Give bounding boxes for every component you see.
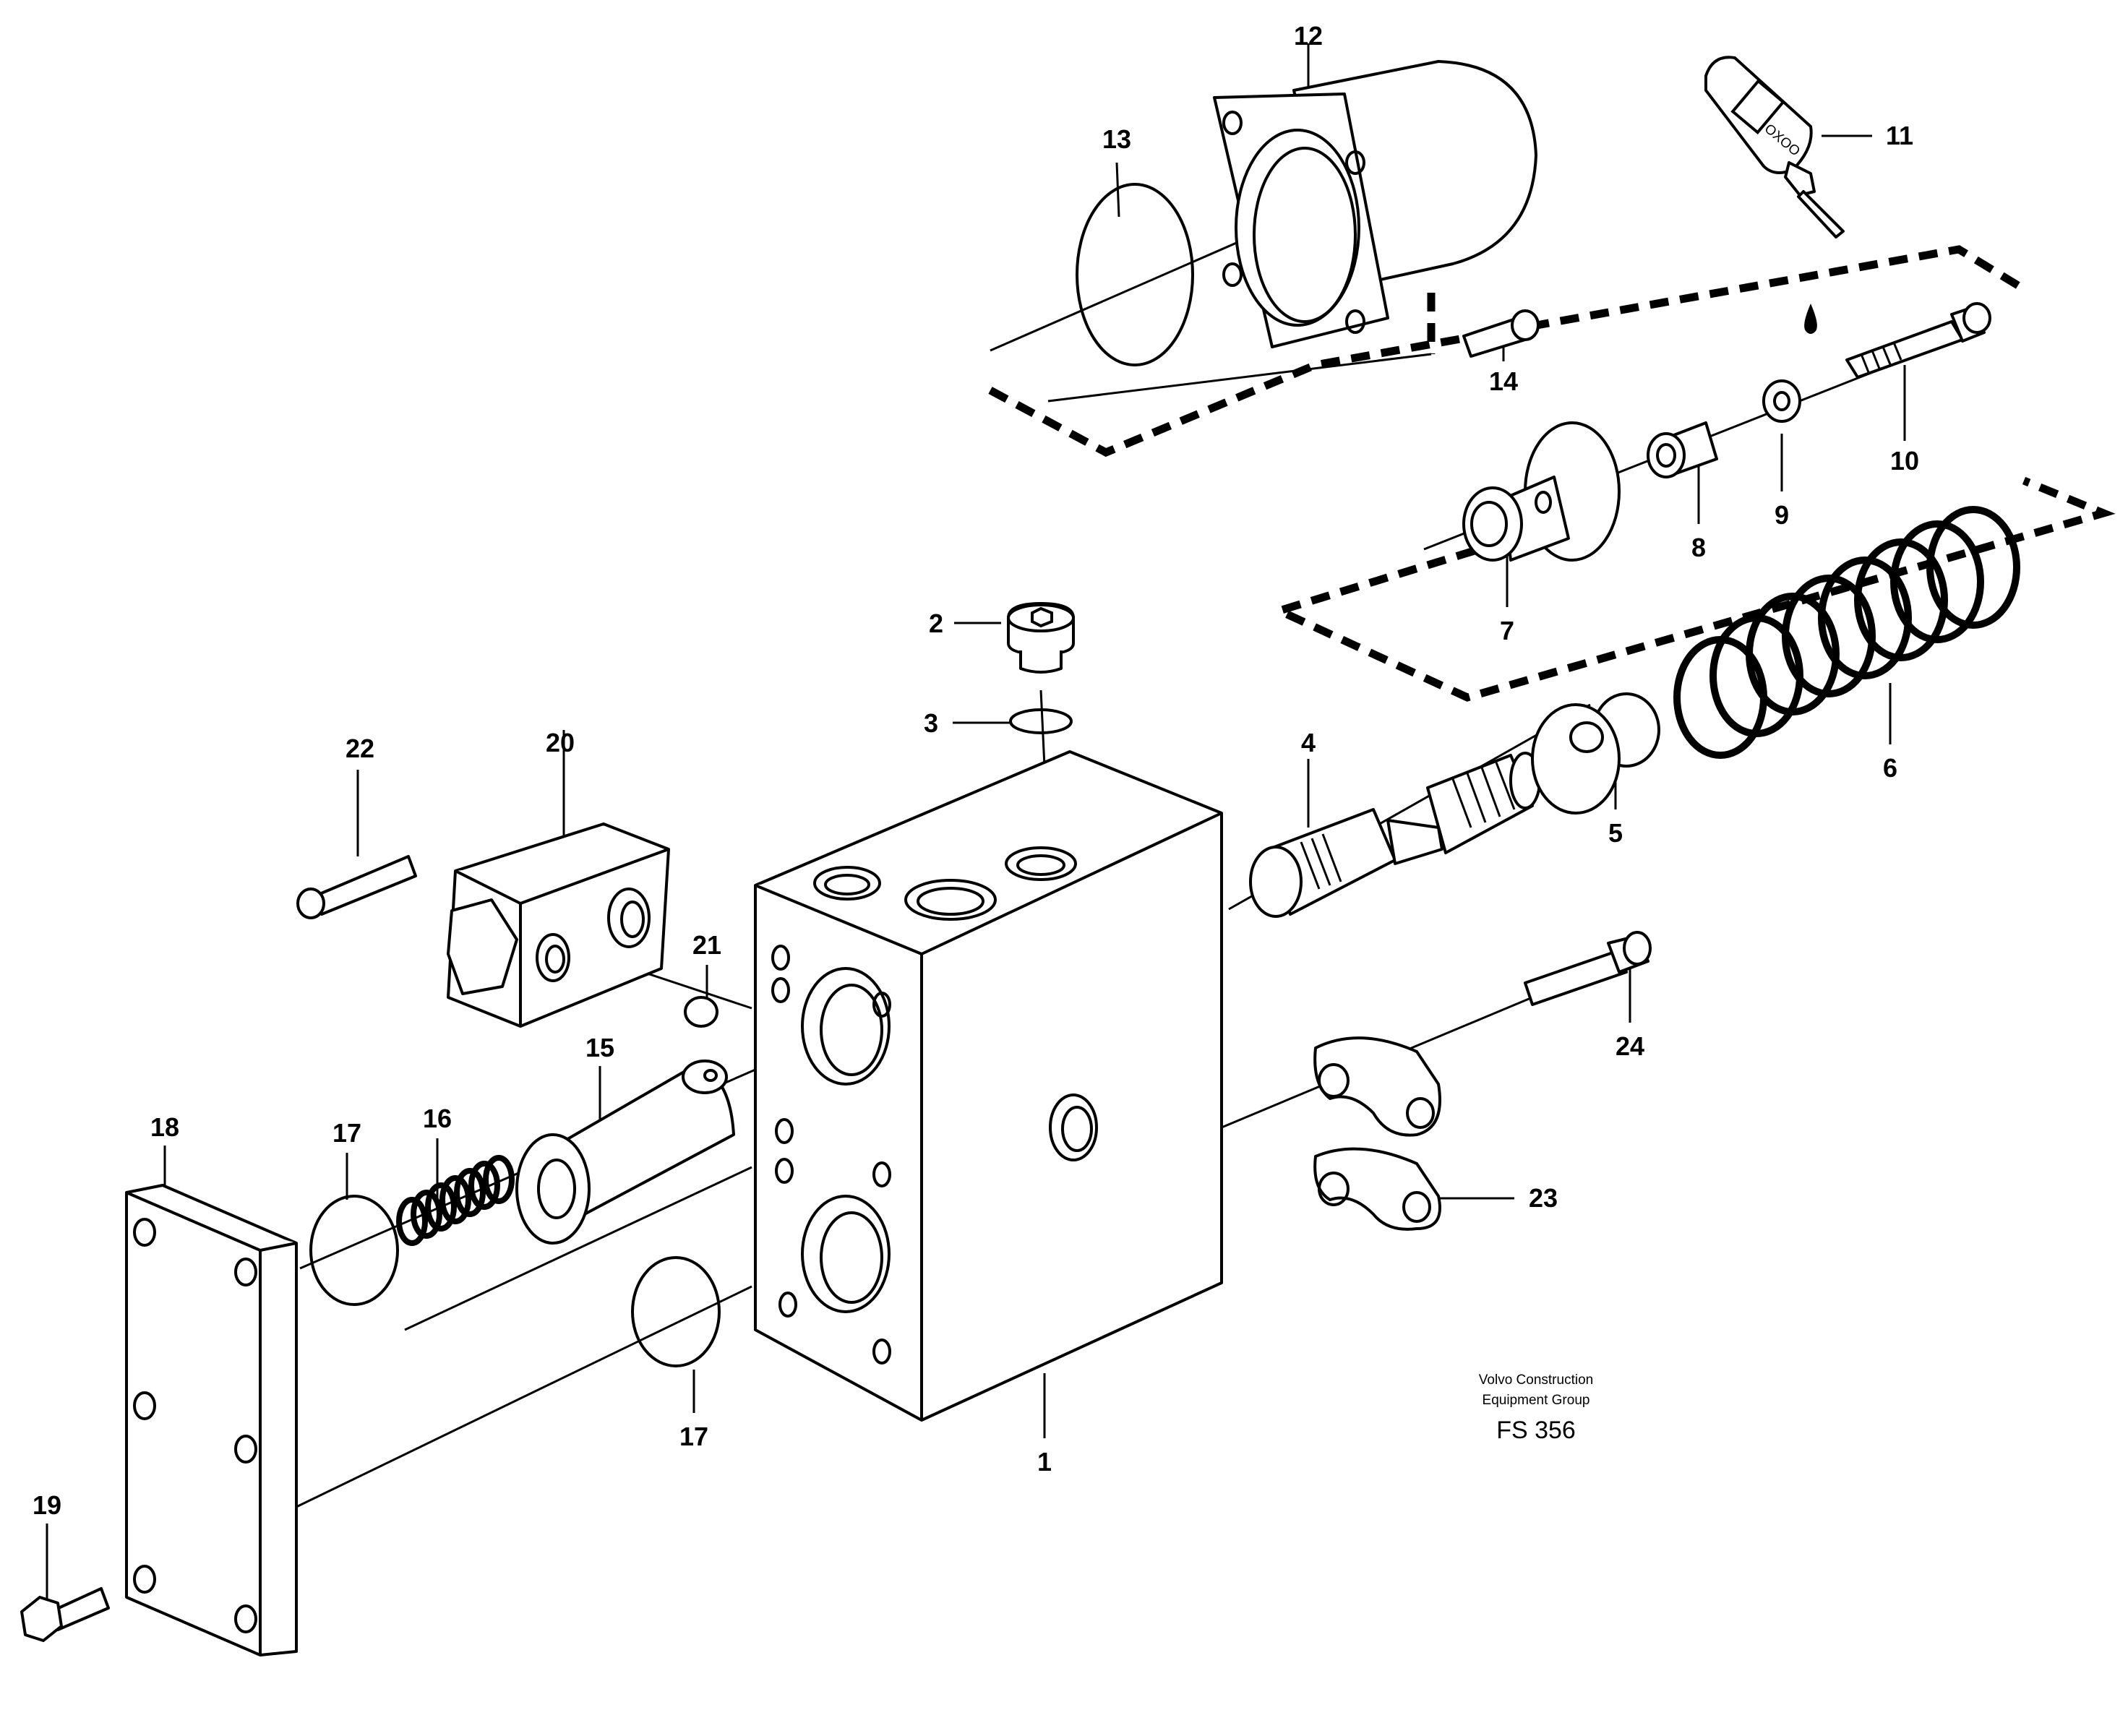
callout-label-23: 23 <box>1529 1183 1558 1213</box>
callout-labels: 1 2 3 4 5 6 7 8 9 10 11 12 13 14 15 16 1… <box>33 21 1919 1520</box>
callout-label-4: 4 <box>1301 728 1316 757</box>
caption-figure-code: FS 356 <box>1496 1417 1576 1444</box>
spool-part-4 <box>1249 752 1541 918</box>
bushing-part-8 <box>1647 421 1718 478</box>
callout-label-12: 12 <box>1294 21 1323 51</box>
callout-label-18: 18 <box>150 1112 179 1142</box>
washer-part-9 <box>1762 379 1801 423</box>
callout-label-5: 5 <box>1608 818 1623 848</box>
piston-part-15 <box>515 1060 735 1245</box>
dashed-assembly-lines <box>988 245 2116 702</box>
callout-label-17-upper: 17 <box>332 1118 361 1148</box>
spring-part-6 <box>1673 506 2020 759</box>
flange-halves-part-23 <box>1313 1036 1441 1231</box>
guide-sleeve-part-7 <box>1462 421 1621 562</box>
plug-part-2 <box>1007 602 1075 674</box>
cover-housing-part-12 <box>1213 60 1537 348</box>
spring-seat-part-5 <box>1531 692 1660 815</box>
callout-label-24: 24 <box>1616 1031 1644 1061</box>
callout-label-13: 13 <box>1102 124 1131 154</box>
caption-block: Volvo Construction Equipment Group FS 35… <box>1479 1372 1593 1444</box>
callout-label-6: 6 <box>1883 753 1897 783</box>
sealant-tube-part-11: OXOO <box>1704 56 1845 239</box>
callout-label-1: 1 <box>1037 1447 1052 1477</box>
caption-group: Equipment Group <box>1483 1393 1590 1408</box>
callout-label-9: 9 <box>1775 500 1789 530</box>
callout-label-8: 8 <box>1691 533 1706 562</box>
o-ring-part-3 <box>1009 708 1073 734</box>
callout-label-20: 20 <box>546 728 575 757</box>
callout-label-22: 22 <box>346 734 374 763</box>
callout-label-7: 7 <box>1500 616 1514 645</box>
o-ring-part-21 <box>684 996 718 1028</box>
screw-part-22 <box>296 855 417 919</box>
callout-label-21: 21 <box>692 930 721 960</box>
callout-label-15: 15 <box>585 1033 614 1062</box>
valve-block-part-1 <box>754 750 1223 1422</box>
o-ring-part-13 <box>1076 183 1194 366</box>
callout-label-2: 2 <box>929 609 943 638</box>
cover-plate-part-18 <box>125 1184 298 1656</box>
caption-company: Volvo Construction <box>1479 1372 1593 1388</box>
callout-label-16: 16 <box>423 1104 452 1133</box>
callout-label-19: 19 <box>33 1490 61 1520</box>
o-ring-part-17-upper <box>309 1195 399 1306</box>
spring-part-16 <box>396 1155 515 1246</box>
callout-label-17-lower: 17 <box>679 1422 708 1451</box>
callout-label-11: 11 <box>1886 121 1913 150</box>
screw-part-10 <box>1804 302 1991 379</box>
callout-label-10: 10 <box>1890 446 1919 476</box>
cartridge-block-part-20 <box>447 822 670 1028</box>
callout-label-14: 14 <box>1489 366 1518 396</box>
o-ring-part-17-lower <box>631 1256 721 1367</box>
screw-part-24 <box>1524 931 1652 1006</box>
callout-label-3: 3 <box>924 708 938 738</box>
screw-part-14 <box>1462 309 1540 358</box>
bolt-part-19 <box>20 1587 110 1642</box>
